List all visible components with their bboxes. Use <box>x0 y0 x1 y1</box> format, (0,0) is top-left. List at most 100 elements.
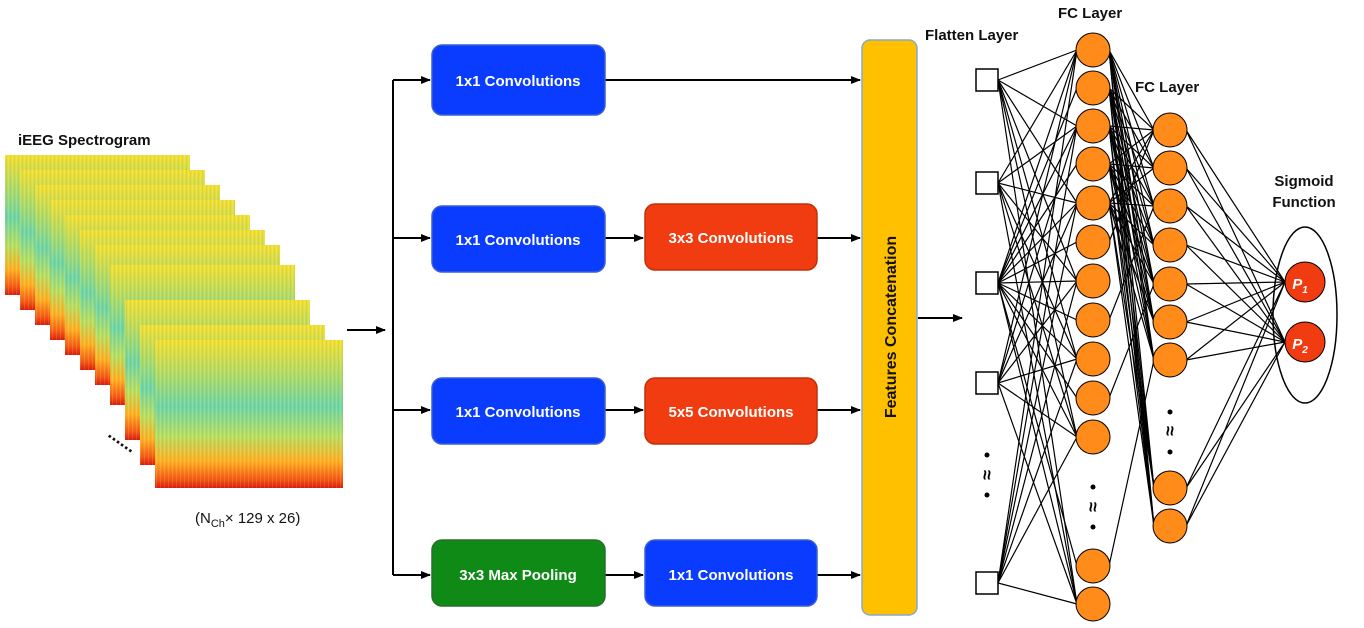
fc-layer-1-label: FC Layer <box>1058 5 1122 22</box>
connection-edge <box>997 382 1078 438</box>
output-label-p1: P1 <box>1292 276 1308 296</box>
flatten-ellipsis: ≈ <box>977 452 997 498</box>
fc2-node-4 <box>1152 227 1188 263</box>
connection-edge <box>1185 281 1286 361</box>
fc2-node-6 <box>1152 304 1188 340</box>
connection-edge <box>997 49 1078 584</box>
b3-conv1x1-label: 1x1 Convolutions <box>455 404 580 421</box>
b2-conv1x1-box <box>431 205 606 273</box>
connection-edge <box>997 358 1078 584</box>
b1-conv1x1-box <box>431 44 606 116</box>
connection-edge <box>1185 129 1286 343</box>
connection-edge <box>1185 341 1286 361</box>
connection-edge <box>997 79 1078 282</box>
connection-edge <box>997 282 1078 605</box>
branch-connectors <box>347 76 963 579</box>
connection-edge <box>1108 129 1155 204</box>
connection-edge <box>1185 283 1286 343</box>
connection-edge <box>997 280 1078 284</box>
b3-conv1x1-box <box>431 377 606 445</box>
b4-conv1x1-box <box>644 539 818 607</box>
output-node-p2 <box>1284 321 1326 363</box>
connection-edge <box>997 79 1078 360</box>
dense-connections <box>997 49 1286 605</box>
fc2-node-3 <box>1152 188 1188 224</box>
connection-edge <box>997 282 1078 321</box>
b4-maxpool-label: 3x3 Max Pooling <box>459 567 577 584</box>
connection-edge <box>1185 129 1286 283</box>
connection-edge <box>997 282 1078 399</box>
fc2-node-5 <box>1152 266 1188 302</box>
flatten-node-5 <box>975 571 999 595</box>
fc2-node-7 <box>1152 342 1188 378</box>
output-node-p1 <box>1284 261 1326 303</box>
connection-edge <box>1185 341 1286 489</box>
connection-edge <box>1185 281 1286 527</box>
connection-edge <box>997 282 1078 438</box>
fc2-node-1 <box>1152 112 1188 148</box>
connection-edge <box>997 79 1078 127</box>
fc1-node-6 <box>1075 224 1111 260</box>
connection-edge <box>1108 129 1155 243</box>
fc1-node-7 <box>1075 263 1111 299</box>
fc1-node-1 <box>1075 32 1111 68</box>
spectrogram-stack: iEEG Spectrogram ...... (NCh× 129 x 26) <box>5 132 343 530</box>
branch-3: 1x1 Convolutions 5x5 Convolutions <box>431 377 818 445</box>
connection-edge <box>997 358 1078 384</box>
svg-text:≈: ≈ <box>1160 426 1180 436</box>
features-concatenation: Features Concatenation <box>861 39 918 616</box>
connection-edge <box>997 582 1078 605</box>
connection-edge <box>1108 205 1155 321</box>
connection-edge <box>1108 49 1155 131</box>
connection-edge <box>1108 87 1155 489</box>
connection-edge <box>1108 202 1155 207</box>
b3-conv5x5-label: 5x5 Convolutions <box>668 404 793 421</box>
connection-edge <box>997 241 1078 284</box>
fc-layer-1: FC Layer <box>1058 5 1122 622</box>
b1-conv1x1-label: 1x1 Convolutions <box>455 73 580 90</box>
flatten-layer: Flatten Layer <box>925 27 1019 595</box>
connection-edge <box>997 280 1078 384</box>
sigmoid-ellipse <box>1272 226 1338 404</box>
connection-edge <box>997 163 1078 284</box>
connection-edge <box>1108 202 1155 361</box>
connection-edge <box>1185 244 1286 343</box>
b2-conv3x3-label: 3x3 Convolutions <box>668 230 793 247</box>
fc2-node-2 <box>1152 150 1188 186</box>
concat-bar <box>861 39 918 616</box>
sigmoid-label-line2: Function <box>1272 194 1335 211</box>
connection-edge <box>997 79 1078 438</box>
b2-conv3x3-box <box>644 203 818 271</box>
connection-edge <box>1185 281 1286 489</box>
connection-edge <box>1185 321 1286 343</box>
connection-edge <box>997 125 1078 284</box>
connection-edge <box>997 125 1078 584</box>
connection-edge <box>997 49 1078 184</box>
connection-edge <box>997 280 1078 584</box>
connection-edge <box>997 49 1078 81</box>
connection-edge <box>1108 125 1155 489</box>
b3-conv5x5-box <box>644 377 818 445</box>
branch-4: 3x3 Max Pooling 1x1 Convolutions <box>431 539 818 607</box>
connection-edge <box>1185 205 1286 343</box>
b4-maxpool-box <box>431 539 606 607</box>
b2-conv1x1-label: 1x1 Convolutions <box>455 232 580 249</box>
flatten-node-4 <box>975 371 999 395</box>
svg-text:≈: ≈ <box>977 470 997 480</box>
branch-1: 1x1 Convolutions <box>431 44 606 116</box>
connection-edge <box>1185 167 1286 283</box>
connection-edge <box>1108 359 1155 567</box>
sigmoid-label-line1: Sigmoid <box>1274 173 1333 190</box>
connection-edge <box>1108 202 1155 527</box>
fc2-ellipsis: ≈ <box>1160 409 1180 455</box>
spectrogram-title: iEEG Spectrogram <box>18 132 151 149</box>
connection-edge <box>997 49 1078 284</box>
spectrogram-frames <box>5 155 343 488</box>
concat-label: Features Concatenation <box>883 236 900 418</box>
connection-edge <box>997 79 1078 204</box>
input-dimensions: (NCh× 129 x 26) <box>195 510 300 530</box>
connection-edge <box>1185 281 1286 285</box>
fc1-node-5 <box>1075 185 1111 221</box>
connection-edge <box>1108 283 1155 399</box>
connection-edge <box>1185 167 1286 343</box>
